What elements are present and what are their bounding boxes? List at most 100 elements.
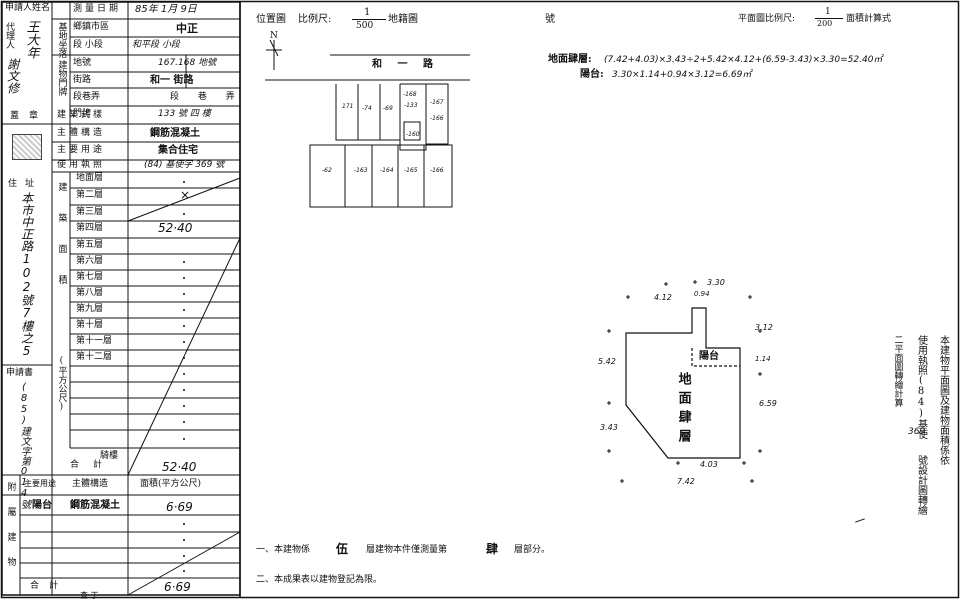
permit-row: 使用執照 (84) 基使字 369 號 (52, 160, 240, 172)
lot-number: -168 (403, 91, 417, 98)
location-map-scale-suffix: 地籍圖 (388, 14, 418, 25)
floor-name: 第二層 (76, 190, 104, 200)
footer-text: 查 丁 (80, 591, 99, 600)
lot-number: -163 (354, 167, 368, 174)
applicant-label: 申請人姓名 (5, 3, 51, 13)
street-value: 和一 街路 (150, 75, 194, 86)
agent-label: 代理人 (4, 22, 14, 49)
floor-name: 第六層 (76, 256, 104, 266)
floor-name: 第四層 (76, 223, 104, 233)
lot-number: -160 (406, 131, 420, 138)
plan-room-label: 地面肆層 (675, 372, 691, 448)
lot-number: -166 (430, 115, 444, 122)
district-label: 鄉鎮市區 (73, 22, 110, 32)
location-map-scale-bar (352, 19, 386, 20)
lot-number: -165 (404, 167, 418, 174)
structure-label: 主體構造 (57, 128, 106, 138)
lot-number: -133 (404, 102, 418, 109)
lot-number: 171 (342, 103, 354, 110)
plan-scale-label: 平面圖比例尺: (738, 14, 796, 24)
lot-number: -166 (430, 167, 444, 174)
att-total-value: 6·69 (164, 580, 191, 594)
dim-top-small: 0.94 (694, 290, 710, 298)
bldg-label: 建物門牌 (56, 60, 67, 96)
floor-name: 第五層 (76, 240, 104, 250)
note1-b: 伍 (336, 542, 349, 556)
plan-scale-den: 200 (817, 19, 833, 28)
floor-name: 第十一層 (76, 336, 113, 346)
total-value: 52·40 (162, 460, 197, 474)
agent-name: 謝文修 (5, 58, 20, 94)
dim-right-small: 1.14 (755, 355, 771, 363)
formula2: 3.30×1.14+0.94×3.12=6.69㎡ (612, 70, 752, 80)
right-note-col1: 本建物平面圖及建物面積係依 (937, 335, 949, 465)
att-struct-value: 鋼筋混凝土 (70, 500, 120, 511)
seal-label: 蓋章 (10, 111, 49, 121)
dim-bottom-inner: 4.03 (700, 460, 718, 469)
note1-c: 層建物本件僅測量第 (366, 545, 448, 555)
att-total-label: 合計 (30, 581, 69, 591)
att-area-value: 6·69 (166, 500, 193, 514)
plan-scale-num: 1 (825, 7, 831, 17)
dim-left-lower: 3.43 (600, 423, 618, 432)
use-label: 主要用途 (57, 145, 106, 155)
dim-left: 5.42 (598, 357, 616, 366)
formula1: (7.42+4.03)×3.43÷2+5.42×4.12+(6.59-3.43)… (604, 55, 883, 65)
permit-label: 使用執照 (57, 160, 106, 170)
plan-scale-bar (815, 18, 843, 19)
floor-name: 第十二層 (76, 352, 113, 362)
style-label: 建築式樣 (57, 110, 106, 120)
att-use-value: 陽台 (32, 500, 52, 511)
seal-stamp (12, 134, 42, 160)
right-note-col3: 二平面圖轉繪計算 (892, 335, 903, 407)
address-value: 本市中正路102號7樓之5 (19, 192, 34, 358)
loc-label: 基地坐落 (56, 22, 67, 58)
app-no-label: 申請書 (6, 368, 34, 378)
plan-number-label: 號 (545, 14, 555, 25)
plan-balcony-label: 陽台 (699, 351, 719, 362)
permit-value: (84) 基使字 369 號 (144, 160, 225, 170)
lot-number: -167 (430, 99, 444, 106)
note1-e: 層部分。 (514, 545, 551, 555)
location-map-scale-label: 比例尺: (298, 14, 332, 25)
location-map-scale-den: 500 (356, 21, 374, 31)
use-value: 集合住宅 (158, 145, 198, 156)
att-struct-label: 主體構造 (72, 479, 109, 489)
floor-value: × (180, 188, 191, 202)
road-label: 和 一 路 (372, 59, 439, 70)
app-no-value: (85)建文字第014號 (18, 382, 30, 509)
section-label: 段 小段 (73, 40, 103, 50)
attached-label: 附屬建物 (5, 482, 16, 582)
section-value: 和平段 小段 (132, 40, 180, 50)
area-calc-label: 面積計算式 (846, 14, 892, 24)
alley-value: 段 巷 弄 (170, 92, 243, 102)
floor-name: 第七層 (76, 272, 104, 282)
survey-date-value: 85年 1月 9日 (135, 4, 197, 15)
lot-label: 地號 (73, 58, 92, 68)
floor-name: 第三層 (76, 207, 104, 217)
floor-value: 52·40 (158, 221, 193, 235)
dim-right: 6.59 (759, 399, 777, 408)
right-note-col2-end: 號設計圖轉繪 (915, 455, 927, 515)
formula1-label: 地面肆層: (548, 54, 592, 65)
note1-a: 一、本建物係 (256, 545, 311, 555)
alley-label: 段巷弄 (73, 92, 101, 102)
lot-number: -164 (380, 167, 394, 174)
unit-label: (平方公尺) (56, 356, 67, 412)
right-note-col2: 使用執照(84)基使 (915, 335, 927, 439)
floor-name: 第十層 (76, 320, 104, 330)
note2: 二、本成果表以建物登記為限。 (256, 575, 383, 585)
floor-area-section-label: 建築面積 (56, 182, 67, 306)
door-value: 133 號 四 樓 (158, 109, 211, 119)
dim-top-left: 4.12 (654, 293, 672, 302)
location-map-title: 位置圖 (256, 14, 286, 25)
applicant-name: 王大年 (23, 20, 39, 59)
floor-name: 地面層 (76, 173, 104, 183)
balcony-label: 騎樓 (100, 451, 119, 461)
formula2-label: 陽台: (580, 69, 604, 80)
structure-value: 鋼筋混凝土 (150, 128, 200, 139)
note1-d: 肆 (486, 542, 499, 556)
district-value: 中正 (176, 22, 198, 35)
